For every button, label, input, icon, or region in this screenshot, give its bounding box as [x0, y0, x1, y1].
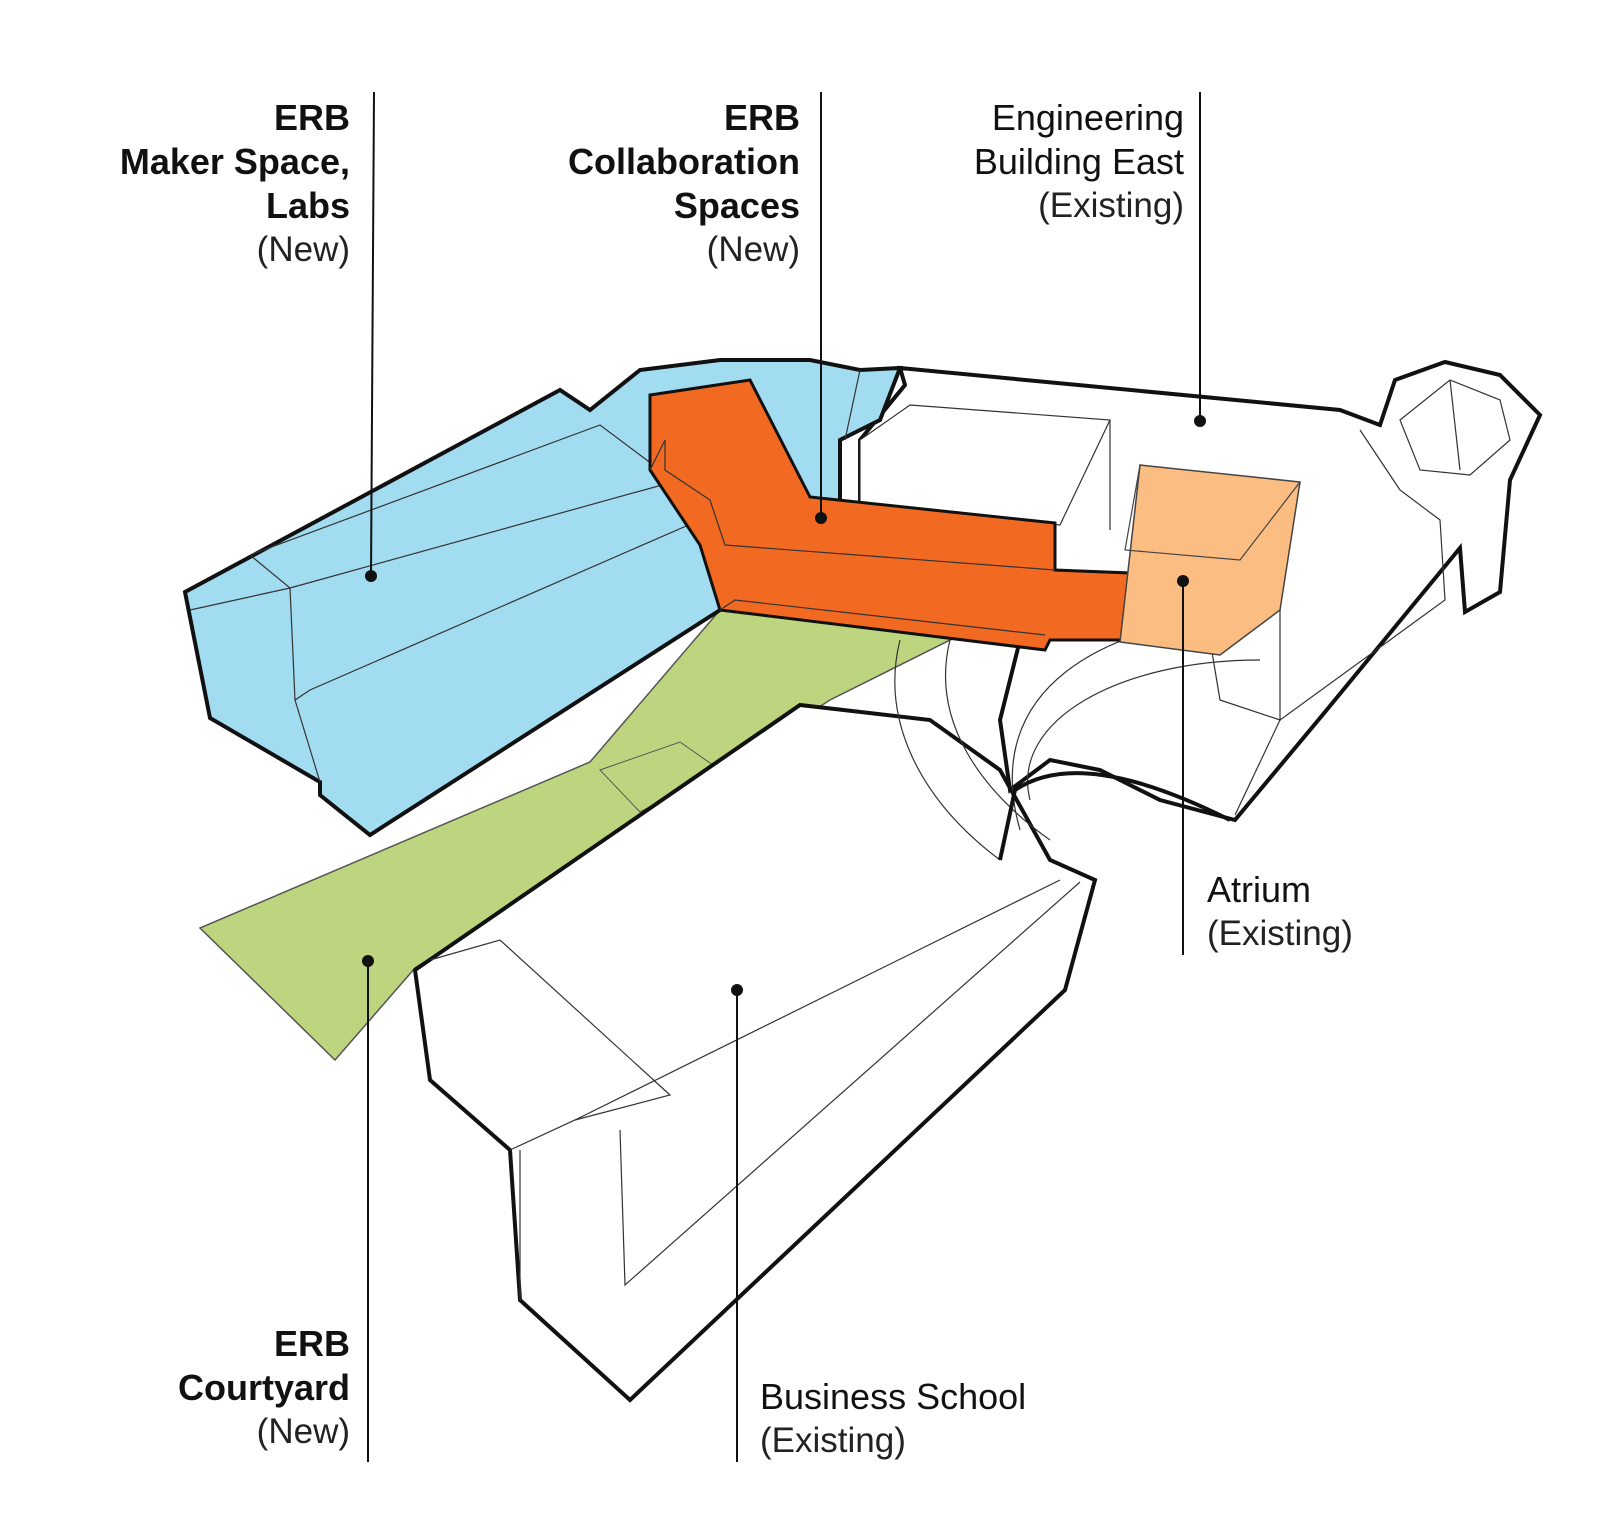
business-school-roof-ridge — [574, 879, 1061, 1121]
collaboration-spaces-label: ERB Collaboration Spaces (New) — [568, 96, 800, 272]
collaboration-lower-edge — [719, 599, 1046, 636]
engineering-wing-edges — [1234, 429, 1446, 816]
engineering-leader-dot — [1194, 415, 1206, 427]
atrium-block — [1119, 464, 1301, 656]
maker-space-wing-lines — [844, 369, 861, 441]
maker-leader-line — [370, 91, 375, 577]
engineering-building-label: Engineering Building East (Existing) — [974, 96, 1184, 228]
atrium-edges — [1124, 464, 1301, 561]
engineering-arc-inner — [1027, 659, 1261, 801]
courtyard-status: (New) — [256, 1412, 350, 1451]
business-school-curve — [894, 639, 1001, 861]
collaboration-name-line-3: Spaces — [673, 185, 800, 226]
maker-space-roof-ridge — [249, 424, 661, 556]
business-school-building — [412, 702, 1098, 1403]
collaboration-name-line-1: ERB — [723, 97, 800, 138]
collaboration-status: (New) — [706, 230, 800, 269]
engineering-tower-ribs — [1449, 379, 1461, 471]
courtyard-area — [198, 609, 963, 1062]
engineering-name-line-1: Engineering — [991, 97, 1184, 138]
courtyard-name-line-1: ERB — [273, 1323, 350, 1364]
courtyard-leader-dot — [362, 955, 374, 967]
collaboration-leader-dot — [815, 512, 827, 524]
maker-status: (New) — [256, 230, 350, 269]
maker-space-label: ERB Maker Space, Labs (New) — [120, 96, 350, 272]
atrium-status: (Existing) — [1207, 914, 1353, 953]
business-school-wall-edge — [619, 881, 1081, 1287]
engineering-courtyard-cut — [998, 771, 1231, 861]
business-school-roof-lines — [429, 939, 672, 1151]
courtyard-name-line-2: Courtyard — [177, 1367, 350, 1408]
atrium-name: Atrium — [1207, 869, 1312, 910]
maker-space-lower-wall — [294, 699, 321, 783]
engineering-wing-edges-2 — [1209, 590, 1281, 721]
courtyard-label: ERB Courtyard (New) — [178, 1322, 350, 1454]
atrium-leader-dot — [1177, 575, 1189, 587]
atrium-label: Atrium (Existing) — [1207, 868, 1353, 956]
business-leader-dot — [731, 984, 743, 996]
business-school-label: Business School (Existing) — [760, 1375, 1026, 1463]
maker-leader-dot — [365, 570, 377, 582]
maker-name-line-2: Maker Space, — [119, 141, 350, 182]
engineering-status: (Existing) — [1038, 186, 1184, 225]
engineering-inner-block — [859, 404, 1111, 526]
maker-name-line-3: Labs — [265, 185, 350, 226]
maker-name-line-1: ERB — [273, 97, 350, 138]
engineering-name-line-2: Building East — [973, 141, 1184, 182]
collaboration-name-line-2: Collaboration — [568, 141, 800, 182]
business-name: Business School — [760, 1376, 1027, 1417]
collaboration-inner-lines — [649, 439, 1056, 571]
business-status: (Existing) — [760, 1421, 906, 1460]
engineering-arc-curve — [945, 639, 1051, 841]
